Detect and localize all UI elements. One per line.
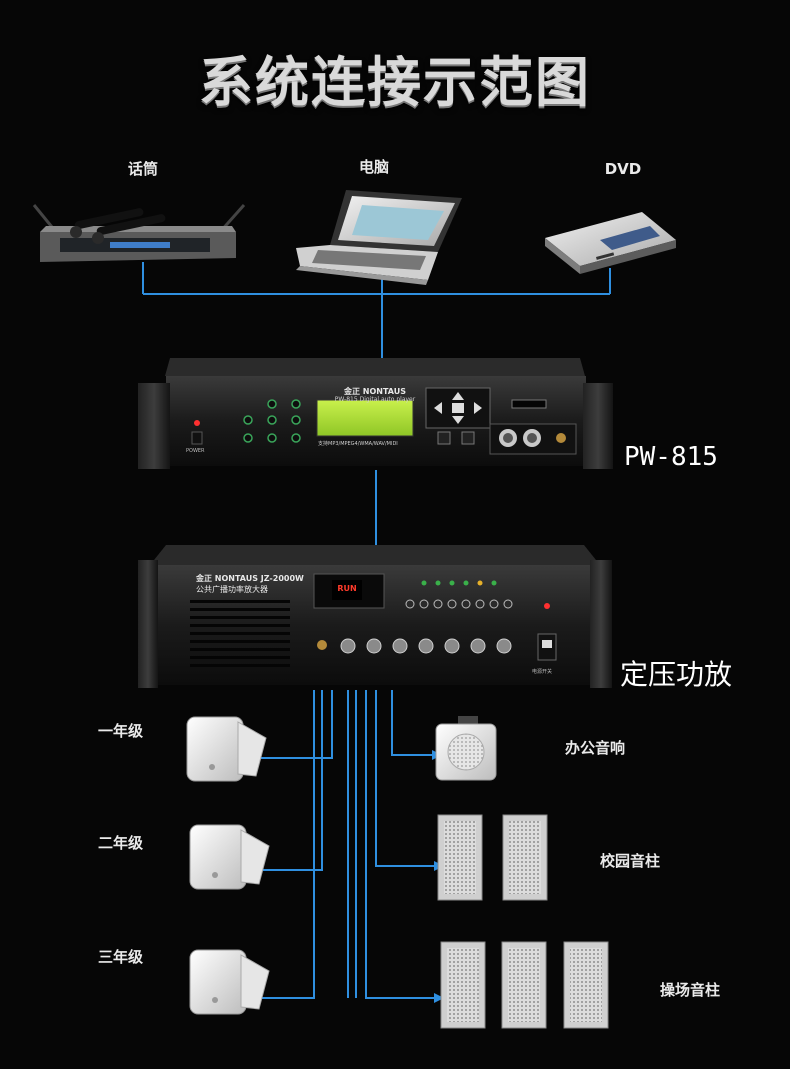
wiring bbox=[142, 262, 611, 999]
wire-grade3 bbox=[255, 690, 315, 999]
zone-campus-label: 校园音柱 bbox=[600, 852, 661, 870]
pw815-player bbox=[138, 358, 613, 469]
zone-grade3-label: 三年级 bbox=[98, 948, 144, 966]
player-brand: 金正 NONTAUS bbox=[343, 387, 406, 396]
wireless-mic-receiver bbox=[32, 204, 246, 262]
amp-display: RUN bbox=[337, 584, 357, 593]
wall-speaker-grade2 bbox=[189, 824, 270, 890]
wire-arrows bbox=[244, 750, 444, 1003]
player-model-line: PW-815 Digital auto player bbox=[334, 396, 416, 403]
column-speaker-playground-2 bbox=[501, 941, 547, 1029]
player-label: PW-815 bbox=[624, 442, 718, 472]
zone-grade1-label: 一年级 bbox=[98, 722, 144, 740]
amp-brand: 金正 NONTAUS JZ-2000W bbox=[196, 574, 304, 583]
pc-label: 电脑 bbox=[358, 158, 389, 176]
wire-grade2 bbox=[255, 690, 323, 871]
wall-speaker-grade3 bbox=[189, 949, 270, 1015]
player-power-text: POWER bbox=[186, 448, 205, 454]
column-speaker-playground-3 bbox=[563, 941, 609, 1029]
dvd-player bbox=[545, 212, 676, 274]
diagram-title: 系统连接示范图 bbox=[199, 51, 591, 114]
zone-grade2-label: 二年级 bbox=[98, 834, 144, 852]
office-speaker bbox=[435, 716, 497, 781]
zone-office-label: 办公音响 bbox=[565, 739, 626, 757]
dvd-label: DVD bbox=[604, 160, 642, 178]
zone-playground-label: 操场音柱 bbox=[660, 981, 721, 999]
column-speaker-campus-2 bbox=[502, 814, 548, 901]
wire-campus bbox=[375, 690, 438, 867]
amp-power-text: 电源开关 bbox=[532, 669, 553, 675]
mic-label: 话筒 bbox=[127, 160, 158, 178]
wire-office bbox=[391, 690, 436, 756]
column-speaker-playground-1 bbox=[440, 941, 486, 1029]
player-formats: 支持MP3/MPEG4/WMA/WAV/MIDI bbox=[318, 441, 398, 447]
wire-grade1 bbox=[250, 690, 333, 759]
column-speaker-campus-1 bbox=[437, 814, 483, 901]
amplifier-label: 定压功放 bbox=[620, 658, 733, 691]
amp-name-cn: 公共广播功率放大器 bbox=[196, 585, 268, 594]
pa-amplifier bbox=[138, 545, 612, 688]
laptop bbox=[296, 190, 462, 285]
wall-speaker-grade1 bbox=[186, 716, 267, 782]
arrow-playground bbox=[434, 993, 444, 1003]
wire-playground bbox=[365, 690, 438, 999]
